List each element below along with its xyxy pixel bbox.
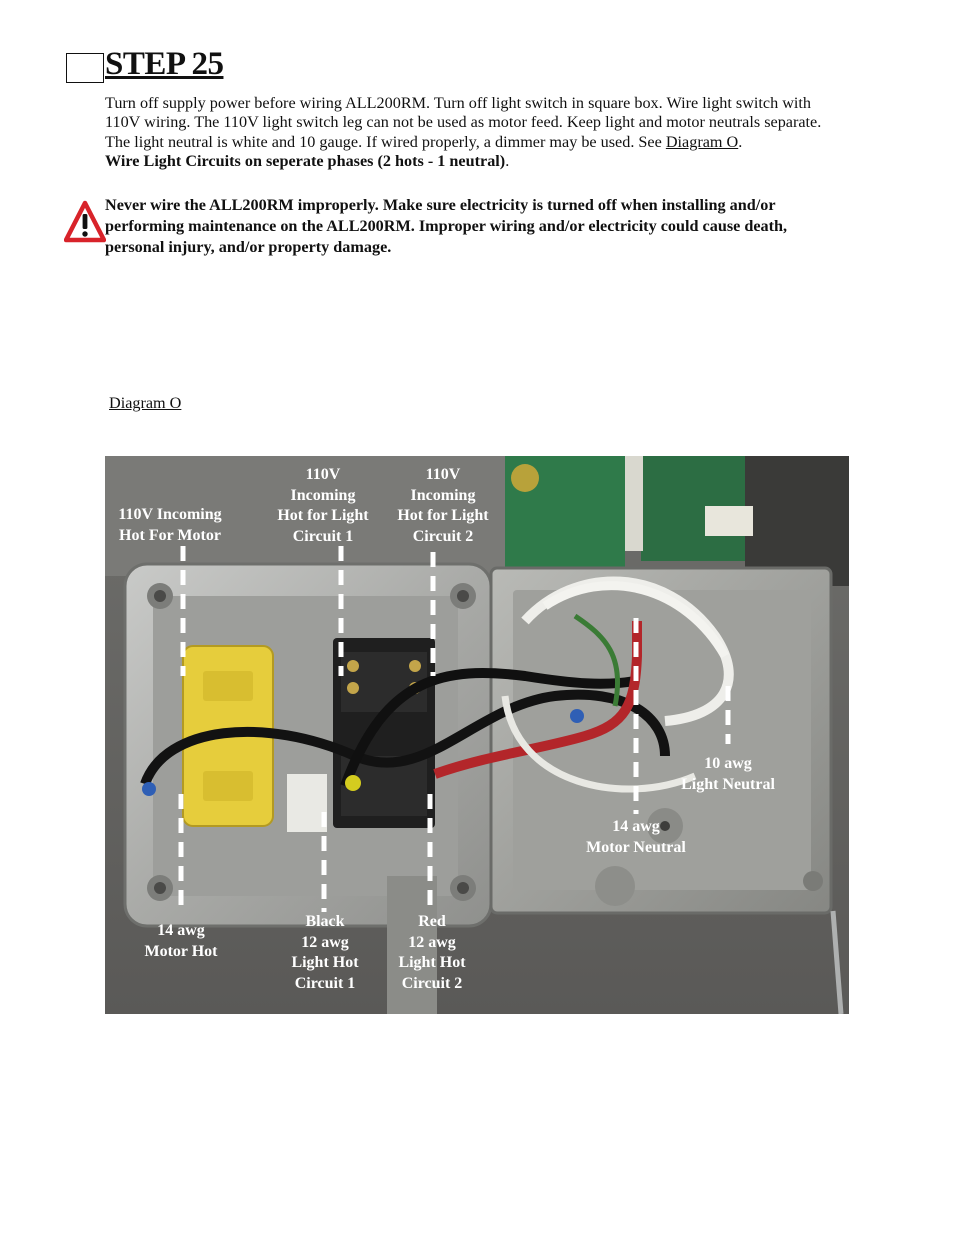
instruction-period: . xyxy=(738,132,743,151)
callout-motor-neutral: 14 awg Motor Neutral xyxy=(579,817,693,858)
warning-triangle-icon xyxy=(64,200,106,243)
phase-instruction: Wire Light Circuits on seperate phases (… xyxy=(105,151,506,170)
callout-light1-incoming: 110V Incoming Hot for Light Circuit 1 xyxy=(263,465,383,547)
callout-line: Hot For Motor xyxy=(119,526,221,544)
callout-line: Circuit 1 xyxy=(292,527,354,545)
callout-line: 14 awg xyxy=(612,818,660,835)
callout-line: 12 awg xyxy=(301,933,349,951)
callout-line: Circuit 2 xyxy=(412,527,474,545)
callout-line: Motor Neutral xyxy=(586,838,686,856)
callout-line: Incoming xyxy=(290,486,356,504)
callout-line: Hot for Light xyxy=(277,507,369,524)
callout-light-hot-1: Black 12 awg Light Hot Circuit 1 xyxy=(275,912,375,994)
callout-line: Circuit 2 xyxy=(401,974,463,992)
warning-text: Never wire the ALL200RM improperly. Make… xyxy=(105,196,788,256)
wiring-photo: 110V Incoming Hot For Motor 110V Incomin… xyxy=(105,456,849,1014)
phase-instruction-period: . xyxy=(505,151,510,170)
callout-line: Red xyxy=(418,913,446,930)
callout-line: Light Neutral xyxy=(681,775,775,793)
callout-line: Incoming xyxy=(410,486,476,504)
callout-line: 14 awg xyxy=(157,922,205,939)
callout-line: 12 awg xyxy=(408,933,456,951)
callout-line: 110V xyxy=(305,466,341,483)
callout-line: Hot for Light xyxy=(397,507,489,524)
diagram-label: Diagram O xyxy=(109,394,182,412)
step-title: STEP 25 xyxy=(105,46,224,82)
diagram-o-link[interactable]: Diagram O xyxy=(665,132,739,151)
callout-line: 110V xyxy=(425,466,461,483)
callout-line: Black xyxy=(305,913,345,930)
callout-light2-incoming: 110V Incoming Hot for Light Circuit 2 xyxy=(383,465,503,547)
callout-line: Light Hot xyxy=(291,954,359,971)
callout-line: 110V Incoming xyxy=(118,506,222,523)
step-checkbox[interactable] xyxy=(66,53,104,83)
callout-line: Motor Hot xyxy=(144,942,218,960)
instruction-paragraph: Turn off supply power before wiring ALL2… xyxy=(105,94,850,171)
callout-motor-hot: 14 awg Motor Hot xyxy=(131,921,231,962)
callout-line: 10 awg xyxy=(704,755,752,772)
wiring-photo-illustration xyxy=(105,456,849,1014)
callout-motor-incoming: 110V Incoming Hot For Motor xyxy=(105,505,235,546)
instruction-text: Turn off supply power before wiring ALL2… xyxy=(105,94,822,151)
callout-light-neutral: 10 awg Light Neutral xyxy=(671,754,785,795)
callout-line: Circuit 1 xyxy=(294,974,356,992)
callout-light-hot-2: Red 12 awg Light Hot Circuit 2 xyxy=(382,912,482,994)
callout-line: Light Hot xyxy=(398,954,466,971)
